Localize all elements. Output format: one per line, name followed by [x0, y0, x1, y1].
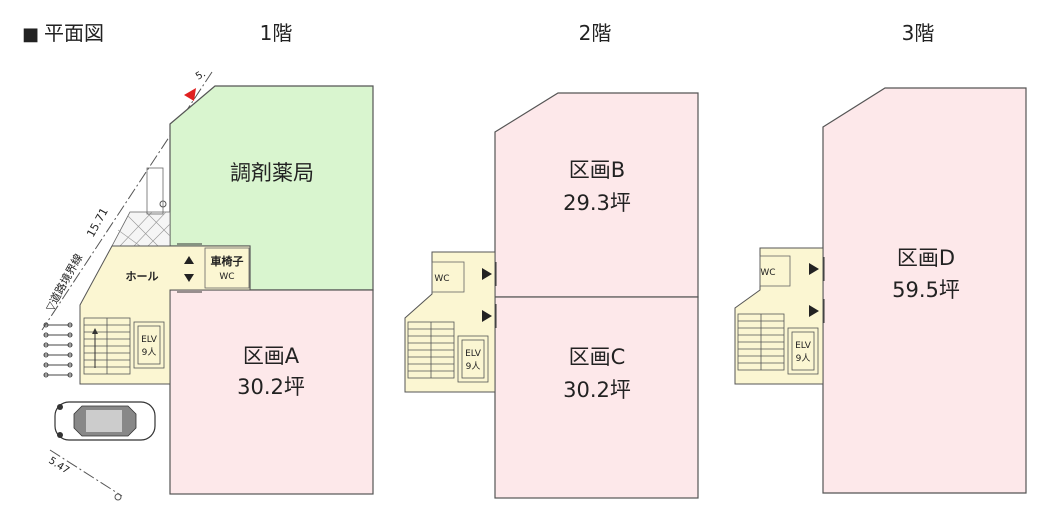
unit-d-name: 区画D — [897, 246, 955, 270]
road-length-label: 15.71 — [84, 206, 111, 240]
floor-1-core — [79, 245, 251, 385]
floor-3-plan: 区画D 59.5坪 WC ELV 9人 — [734, 87, 1027, 494]
floor-3-stairs — [737, 313, 785, 371]
floor-1-wc-label: WC — [219, 272, 234, 282]
road-boundary-label: ▽道路境界線 — [42, 251, 85, 313]
floor-2-wc-label: WC — [434, 274, 449, 284]
floor-3-elv-capacity: 9人 — [796, 353, 811, 364]
hall-label: ホール — [126, 270, 159, 283]
floor-3-wc-label: WC — [760, 268, 775, 278]
door-arrow-down-icon — [184, 274, 194, 282]
floor-1-elv-label: ELV — [141, 335, 158, 345]
bicycle-parking — [43, 322, 73, 378]
unit-d-area-value: 59.5坪 — [892, 278, 960, 302]
survey-marker-top — [184, 88, 196, 101]
floor-2-stairs — [407, 321, 455, 379]
floor-2-elv-label: ELV — [465, 349, 482, 359]
pharmacy-label: 調剤薬局 — [230, 161, 314, 185]
wheelchair-label: 車椅子 — [211, 254, 244, 268]
unit-a-area — [169, 289, 374, 495]
dimension-bottom: 5.47 — [46, 455, 71, 476]
floor-label-2: 2階 — [579, 21, 612, 45]
unit-a-name: 区画A — [243, 344, 300, 368]
floor-1-plan: ▽道路境界線 15.71 5. 5.47 調剤薬局 区画A 30.2坪 車椅子 … — [41, 68, 374, 501]
floor-1-elevator — [133, 321, 165, 369]
floor-2-elv-capacity: 9人 — [466, 361, 481, 372]
floor-2-plan: 区画B 29.3坪 区画C 30.2坪 WC ELV 9人 — [404, 92, 699, 499]
floor-2-door-arrow-c-icon — [482, 310, 492, 322]
dimension-top: 5. — [194, 68, 208, 82]
unit-c-name: 区画C — [569, 345, 626, 369]
floor-label-3: 3階 — [902, 21, 935, 45]
floor-3-core — [734, 247, 824, 385]
unit-c-area — [494, 296, 699, 499]
floor-3-elevator — [787, 327, 819, 375]
floor-3-door-arrow-upper-icon — [809, 263, 819, 275]
unit-b-name: 区画B — [569, 158, 625, 182]
floor-2-door-arrow-b-icon — [482, 268, 492, 280]
heading-marker: ■ — [22, 24, 39, 45]
floor-label-1: 1階 — [260, 21, 293, 45]
unit-d-area — [822, 87, 1027, 494]
floor-3-elv-label: ELV — [795, 341, 812, 351]
door-arrow-up-icon — [184, 256, 194, 264]
parked-car-icon — [54, 401, 156, 441]
floor-3-door-arrow-lower-icon — [809, 305, 819, 317]
unit-c-area-value: 30.2坪 — [563, 378, 631, 402]
page-title: 平面図 — [44, 21, 104, 45]
unit-a-area-value: 30.2坪 — [237, 375, 305, 399]
floor-1-elv-capacity: 9人 — [142, 347, 157, 358]
floor-1-stairs — [83, 317, 131, 375]
floor-2-elevator — [457, 335, 489, 383]
unit-b-area-value: 29.3坪 — [563, 191, 631, 215]
